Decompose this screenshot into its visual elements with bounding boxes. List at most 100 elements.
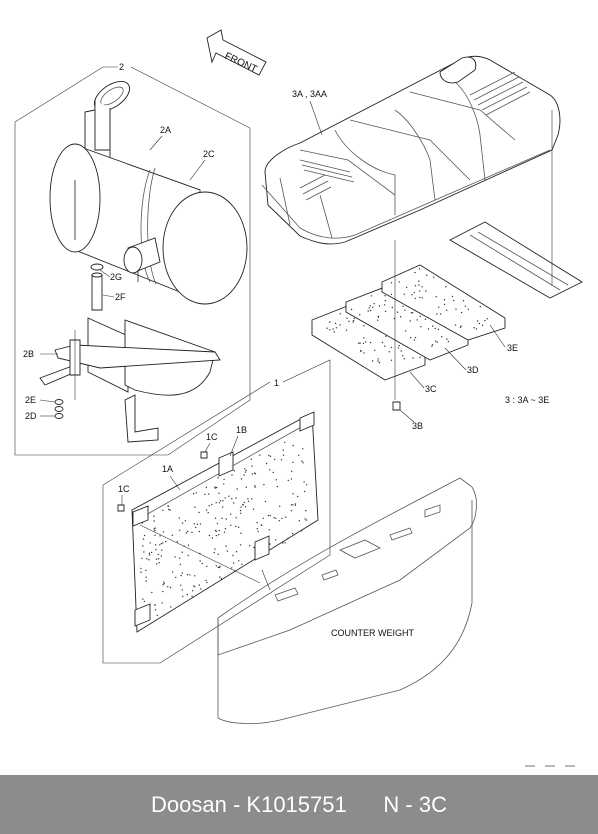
pad-dot	[385, 335, 387, 337]
perforation-dot	[142, 545, 144, 547]
perforation-dot	[218, 566, 220, 569]
perforation-dot	[259, 454, 261, 456]
perforation-dot	[300, 530, 303, 532]
perforation-dot	[198, 530, 200, 533]
perforation-dot	[244, 468, 246, 470]
perforation-dot	[186, 530, 189, 533]
perforation-dot	[273, 517, 275, 519]
pad-dot	[402, 305, 404, 307]
callout-1C-top: 1C	[206, 432, 218, 442]
pad-dot	[390, 359, 393, 361]
perforation-dot	[269, 455, 272, 457]
pad-dot	[359, 314, 361, 316]
perforation-dot	[201, 562, 203, 565]
clamp-and-pipe: 2G 2F	[90, 263, 126, 311]
perforation-dot	[284, 542, 286, 544]
perforation-dot	[297, 495, 299, 498]
pad-dot	[431, 344, 434, 346]
perforation-dot	[269, 543, 271, 545]
perforation-dot	[239, 509, 242, 512]
muffler-group-box: 2	[14, 62, 251, 456]
pad-dot	[445, 309, 448, 311]
perforation-dot	[143, 534, 146, 537]
perforation-dot	[276, 485, 278, 488]
pad-dot	[441, 336, 443, 338]
perforation-dot	[184, 520, 187, 522]
pad-dot	[335, 327, 338, 329]
perforation-dot	[155, 549, 157, 551]
pad-dot	[353, 317, 355, 320]
perforation-dot	[245, 469, 247, 472]
perforation-dot	[187, 544, 190, 546]
perforation-dot	[268, 529, 270, 531]
perforation-dot	[302, 462, 304, 464]
pad-texture	[326, 268, 488, 364]
callout-1A: 1A	[162, 464, 173, 474]
perforation-dot	[143, 600, 146, 603]
perforation-dot	[167, 586, 169, 588]
footer-bar: Doosan - K1015751 N - 3C	[0, 775, 598, 834]
callout-3E: 3E	[507, 343, 518, 353]
perforation-dot	[235, 525, 237, 528]
perforation-dot	[215, 502, 217, 504]
perforation-dot	[219, 565, 221, 568]
perforation-dot	[305, 519, 308, 521]
perforation-dot	[151, 591, 153, 594]
pad-dot	[360, 350, 362, 353]
perforation-dot	[294, 504, 297, 506]
perforation-dot	[142, 538, 145, 540]
perforation-dot	[301, 460, 303, 462]
perforation-dot	[298, 454, 300, 456]
perforation-dot	[290, 510, 293, 512]
perforation-dot	[146, 558, 148, 560]
perforation-dot	[241, 563, 243, 565]
perforation-dot	[167, 505, 170, 507]
pad-dot	[414, 336, 417, 339]
perforation-dot	[150, 551, 153, 554]
pad-dot	[425, 290, 427, 292]
perforation-dot	[272, 471, 274, 474]
pad-dot	[350, 308, 353, 311]
perforation-dot	[194, 506, 196, 508]
perforation-dot	[303, 481, 305, 483]
perforation-dot	[180, 584, 182, 586]
pad-dot	[369, 309, 372, 312]
pad-dot	[446, 338, 448, 340]
pad-dot	[473, 327, 475, 329]
perforation-dot	[302, 448, 304, 450]
callout-2A: 2A	[160, 125, 171, 135]
perforation-dot	[216, 486, 218, 489]
pad-dot	[332, 328, 334, 330]
counter-weight-label: COUNTER WEIGHT	[331, 628, 414, 638]
perforation-dot	[251, 465, 253, 467]
perforation-dot	[145, 569, 147, 572]
pad-dot	[405, 330, 407, 332]
perforation-dot	[199, 560, 201, 562]
perforation-dot	[193, 585, 195, 587]
pad-dot	[462, 300, 465, 302]
pad-dot	[346, 317, 348, 319]
pad-dot	[364, 341, 367, 343]
pad-dot	[412, 357, 414, 359]
callout-2: 2	[119, 62, 124, 72]
perforation-dot	[217, 477, 219, 479]
perforation-dot	[171, 534, 173, 536]
pad-dot	[460, 325, 462, 327]
perforation-dot	[263, 483, 265, 486]
pad-dot	[339, 324, 341, 326]
perforation-dot	[268, 454, 270, 457]
pad-dot	[372, 360, 374, 362]
perforation-dot	[180, 574, 182, 577]
perforation-dot	[240, 478, 243, 480]
perforation-dot	[168, 508, 170, 511]
hood-louvers	[299, 71, 531, 201]
perforation-dot	[153, 515, 155, 517]
pad-dot	[475, 328, 478, 330]
perforation-dot	[162, 542, 164, 544]
perforation-dot	[186, 574, 189, 576]
perforation-dot	[157, 553, 159, 556]
perforation-dot	[281, 517, 283, 520]
pad-dot	[414, 271, 416, 274]
perforation-dot	[162, 531, 165, 533]
perforation-dot	[154, 527, 156, 529]
